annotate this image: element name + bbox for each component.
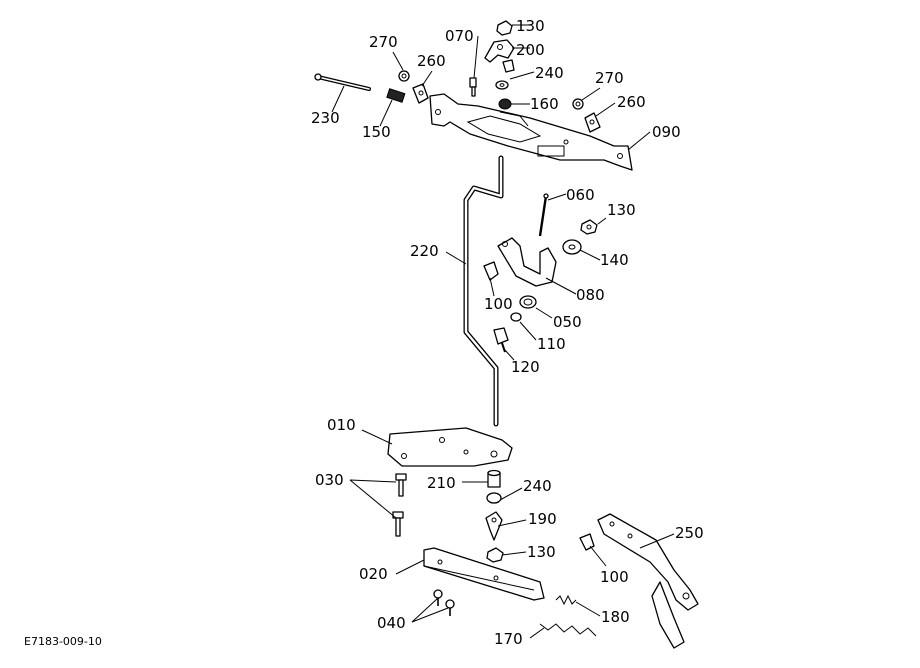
- part-250-pedal: [597, 513, 699, 649]
- part-050-ring: [519, 295, 537, 309]
- callout-240: 240: [523, 477, 552, 495]
- callout-180: 180: [601, 608, 630, 626]
- callout-220: 220: [410, 242, 439, 260]
- part-160-spring: [498, 98, 512, 110]
- callout-labels: 130 070 200 270 260 240 270 160 260 230 150 090 060 1…: [311, 17, 704, 648]
- callout-170: 170: [494, 630, 523, 648]
- leader-lines: [331, 24, 675, 639]
- callout-090: 090: [652, 123, 681, 141]
- part-040-bolt: [433, 589, 455, 616]
- callout-080: 080: [576, 286, 605, 304]
- part-270-nut: [398, 70, 410, 82]
- callout-130: 130: [607, 201, 636, 219]
- part-180-spring: [555, 594, 577, 606]
- part-110-washer: [510, 312, 522, 322]
- callout-260: 260: [617, 93, 646, 111]
- part-130-nut-low: [486, 547, 504, 563]
- callout-140: 140: [600, 251, 629, 269]
- part-240-washer-low: [486, 492, 502, 504]
- callout-030: 030: [315, 471, 344, 489]
- callout-210: 210: [427, 474, 456, 492]
- callout-100: 100: [484, 295, 513, 313]
- callout-040: 040: [377, 614, 406, 632]
- part-270-nut-right: [572, 98, 584, 110]
- callout-230: 230: [311, 109, 340, 127]
- callout-150: 150: [362, 123, 391, 141]
- part-090-bracket: [429, 93, 633, 171]
- part-190-lever: [485, 511, 503, 541]
- callout-020: 020: [359, 565, 388, 583]
- callout-070: 070: [445, 27, 474, 45]
- callout-160: 160: [530, 95, 559, 113]
- part-100-clip: [483, 261, 499, 281]
- part-260-clip-right: [584, 112, 601, 133]
- part-220-rod: [463, 155, 504, 427]
- callout-110: 110: [537, 335, 566, 353]
- callout-270: 270: [369, 33, 398, 51]
- part-130-nut: [496, 20, 513, 36]
- callout-060: 060: [566, 186, 595, 204]
- callout-190: 190: [528, 510, 557, 528]
- part-020-rail: [423, 547, 545, 601]
- callout-240: 240: [535, 64, 564, 82]
- part-230-pin: [314, 73, 371, 91]
- part-200-cam: [484, 39, 515, 73]
- callout-120: 120: [511, 358, 540, 376]
- part-170-spring: [539, 623, 597, 637]
- callout-050: 050: [553, 313, 582, 331]
- callout-260: 260: [417, 52, 446, 70]
- callout-270: 270: [595, 69, 624, 87]
- part-240-washer: [495, 80, 509, 90]
- part-030-bolt: [392, 473, 407, 537]
- part-210-bushing: [487, 469, 501, 488]
- figure-code: E7183-009-10: [24, 635, 102, 648]
- part-010-plate: [387, 427, 513, 467]
- callout-130: 130: [516, 17, 545, 35]
- part-070-bolt: [469, 77, 477, 97]
- part-140-washer: [562, 239, 582, 255]
- callout-200: 200: [516, 41, 545, 59]
- part-080-arm: [497, 237, 557, 287]
- callout-130: 130: [527, 543, 556, 561]
- part-120-bolt: [493, 327, 509, 353]
- callout-010: 010: [327, 416, 356, 434]
- part-060-pin: [538, 193, 549, 237]
- callout-250: 250: [675, 524, 704, 542]
- part-260-clip: [412, 83, 429, 104]
- part-150-spring: [386, 88, 406, 103]
- part-130-nut-mid: [580, 219, 598, 235]
- callout-100: 100: [600, 568, 629, 586]
